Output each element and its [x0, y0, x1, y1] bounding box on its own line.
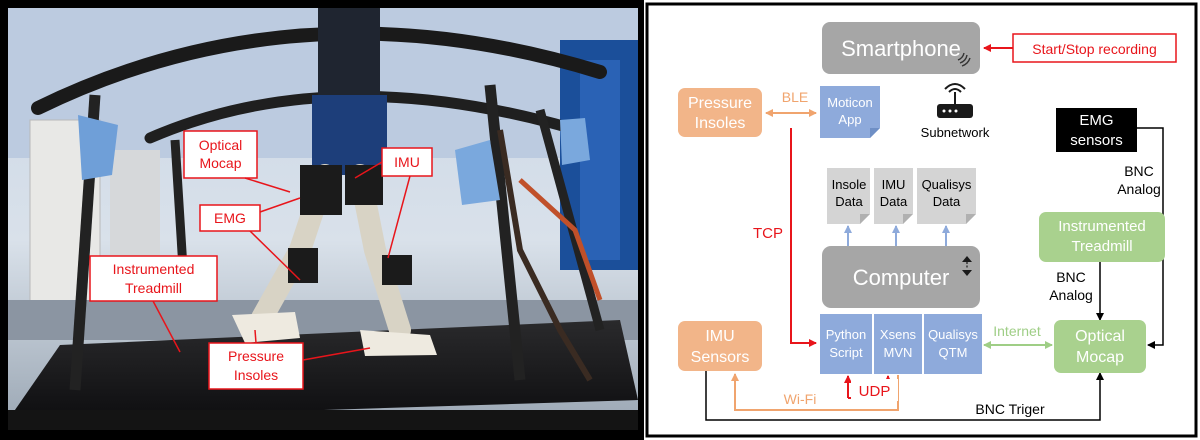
- photo-label-optical-mocap: Optical Mocap: [183, 130, 291, 193]
- moticon-app-box: Moticon App: [820, 86, 880, 138]
- smartphone-label: Smartphone: [841, 36, 961, 61]
- bnc-analog-mid-label: BNC: [1056, 269, 1086, 285]
- bnc-analog-mid-label: Analog: [1049, 287, 1093, 303]
- imu-sensors-label: Sensors: [691, 349, 750, 366]
- qualisys-qtm-label: QTM: [939, 345, 968, 360]
- qualisys-qtm-label: Qualisys: [928, 327, 978, 342]
- insole-data-doc: Insole Data: [827, 168, 870, 224]
- photo-label-text: IMU: [394, 154, 420, 170]
- optical-mocap-box: Optical Mocap: [1054, 320, 1146, 373]
- photo-panel: Optical Mocap EMG IMU Instrumented Tread…: [0, 0, 644, 440]
- instrumented-treadmill-label: Instrumented: [1058, 218, 1146, 235]
- xsens-mvn-label: Xsens: [880, 327, 917, 342]
- python-script-label: Python: [826, 327, 866, 342]
- python-script-label: Script: [829, 345, 863, 360]
- imu-data-label: Data: [880, 194, 908, 209]
- qualisys-qtm-box: Qualisys QTM: [924, 314, 982, 374]
- photo-label-emg: EMG: [199, 197, 301, 281]
- start-stop-label: Start/Stop recording: [1032, 41, 1157, 57]
- start-stop-box: Start/Stop recording: [1012, 33, 1177, 63]
- subnetwork-label: Subnetwork: [921, 125, 990, 140]
- photo-label-text: Instrumented: [113, 261, 195, 277]
- udp-label: UDP: [859, 383, 891, 400]
- qualisys-data-label: Qualisys: [922, 177, 972, 192]
- computer-box: Computer: [822, 246, 980, 308]
- router-icon: [937, 83, 973, 118]
- photo-label-text: Optical: [199, 137, 243, 153]
- imu-sensors-label: IMU: [705, 328, 734, 345]
- tcp-label: TCP: [753, 225, 783, 242]
- imu-sensors-box: IMU Sensors: [678, 321, 762, 371]
- instrumented-treadmill-label: Treadmill: [1071, 238, 1132, 255]
- photo-label-imu: IMU: [354, 147, 433, 259]
- subject-figure: [232, 8, 437, 356]
- bnc-analog-top-label: BNC: [1124, 163, 1154, 179]
- photo-label-text: EMG: [214, 210, 246, 226]
- qualisys-data-doc: Qualisys Data: [917, 168, 976, 224]
- photo-label-text: Treadmill: [125, 280, 182, 296]
- imu-data-label: IMU: [882, 177, 906, 192]
- pressure-insoles-label: Pressure: [688, 95, 752, 112]
- nfc-icon: [957, 52, 971, 67]
- emg-sensors-label: EMG: [1079, 112, 1113, 129]
- qualisys-data-label: Data: [933, 194, 961, 209]
- photo-label-insoles: Pressure Insoles: [208, 329, 371, 390]
- instrumented-treadmill-box: Instrumented Treadmill: [1039, 212, 1165, 262]
- diagram-panel: Smartphone Start/Stop recording Pressure…: [645, 2, 1198, 438]
- moticon-app-label: App: [838, 112, 861, 127]
- ble-label: BLE: [782, 89, 808, 105]
- imu-data-doc: IMU Data: [874, 168, 913, 224]
- photo-label-text: Pressure: [228, 348, 284, 364]
- moticon-app-label: Moticon: [827, 95, 873, 110]
- optical-mocap-label: Optical: [1075, 328, 1125, 345]
- bnc-analog-top-label: Analog: [1117, 181, 1161, 197]
- photo-label-text: Insoles: [234, 367, 278, 383]
- photo-label-text: Mocap: [199, 155, 241, 171]
- computer-label: Computer: [853, 265, 950, 290]
- udp-box: UDP: [851, 379, 898, 401]
- optical-mocap-label: Mocap: [1076, 349, 1124, 366]
- emg-sensors-label: sensors: [1070, 132, 1123, 149]
- network-transfer-icon: [962, 256, 972, 276]
- smartphone-box: Smartphone: [822, 22, 980, 74]
- emg-sensors-box: EMG sensors: [1056, 108, 1137, 152]
- photo-label-treadmill: Instrumented Treadmill: [89, 255, 218, 353]
- internet-label: Internet: [993, 323, 1041, 339]
- insole-data-label: Insole: [832, 177, 867, 192]
- xsens-mvn-label: MVN: [884, 345, 913, 360]
- wifi-label: Wi-Fi: [784, 391, 817, 407]
- python-script-box: Python Script: [820, 314, 872, 374]
- bnc-trigger-label: BNC Triger: [975, 401, 1045, 417]
- pressure-insoles-label: Insoles: [695, 115, 746, 132]
- xsens-mvn-box: Xsens MVN: [874, 314, 922, 374]
- insole-data-label: Data: [835, 194, 863, 209]
- pressure-insoles-box: Pressure Insoles: [678, 88, 762, 137]
